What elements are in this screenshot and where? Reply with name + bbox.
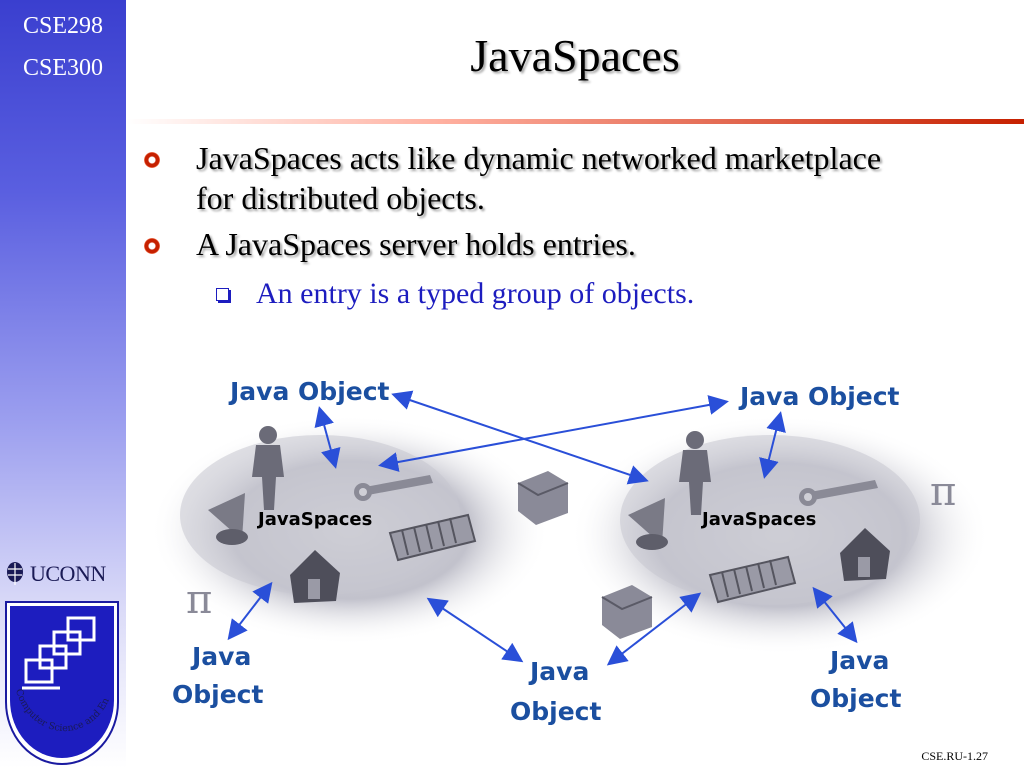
course-code-cse298: CSE298	[22, 13, 103, 39]
oak-leaf-seal-icon	[7, 562, 23, 585]
sub-bullet-square-icon	[216, 288, 229, 301]
bullet-marker-icon	[144, 152, 160, 168]
wrench-icon	[799, 480, 878, 506]
computer-stack-icon	[22, 616, 96, 690]
uconn-logo: UCONN	[4, 560, 122, 588]
house-icon	[840, 528, 890, 581]
object-word-label-bottom-center: Object	[510, 697, 601, 726]
java-word-label-bottom-left: Java	[190, 642, 251, 671]
java-object-label-top-right: Java Object	[738, 382, 900, 411]
box-icon	[517, 471, 569, 525]
pi-symbol-right: π	[930, 469, 956, 515]
ladder-icon	[388, 513, 477, 562]
java-object-label-top-left: Java Object	[228, 377, 390, 406]
pi-symbol-left: π	[186, 577, 212, 623]
arrow	[378, 395, 729, 472]
object-word-label-bottom-right: Object	[810, 684, 901, 713]
person-figure-icon	[252, 426, 284, 510]
house-icon	[290, 550, 340, 603]
arrow	[314, 406, 341, 469]
javaspaces-label-right: JavaSpaces	[700, 509, 816, 530]
bullet-text: A JavaSpaces server holds entries.	[196, 226, 636, 262]
slide-title: JavaSpaces	[470, 30, 680, 81]
javaspaces-diagram: π π JavaSpaces JavaSpaces	[150, 375, 990, 728]
title-underline	[126, 119, 1024, 124]
arrow	[227, 581, 273, 641]
object-word-label-bottom-left: Object	[172, 680, 263, 709]
bullet-marker-icon	[144, 238, 160, 254]
diagram-arrows	[227, 390, 858, 666]
java-word-label-bottom-center: Java	[528, 657, 589, 686]
uconn-wordmark: UCONN	[30, 561, 106, 586]
java-word-label-bottom-right: Java	[828, 646, 889, 675]
cone-icon	[628, 498, 668, 550]
javaspaces-label-left: JavaSpaces	[256, 509, 372, 530]
sidebar: CSE298 CSE300 UCONN Computer S	[0, 0, 126, 768]
cone-icon	[208, 493, 248, 545]
ladder-icon	[708, 555, 797, 604]
arrow	[426, 597, 524, 663]
slide-footer-id: CSE.RU-1.27	[921, 749, 988, 763]
sub-bullet-text: An entry is a typed group of objects.	[256, 277, 695, 310]
cse-department-logo: Computer Science and Engineering	[2, 598, 119, 765]
bullet-text: JavaSpaces acts like dynamic networked m…	[196, 140, 882, 216]
arrow	[606, 592, 702, 666]
course-code-cse300: CSE300	[22, 55, 103, 81]
arrow	[759, 411, 786, 479]
arrow	[812, 586, 858, 644]
